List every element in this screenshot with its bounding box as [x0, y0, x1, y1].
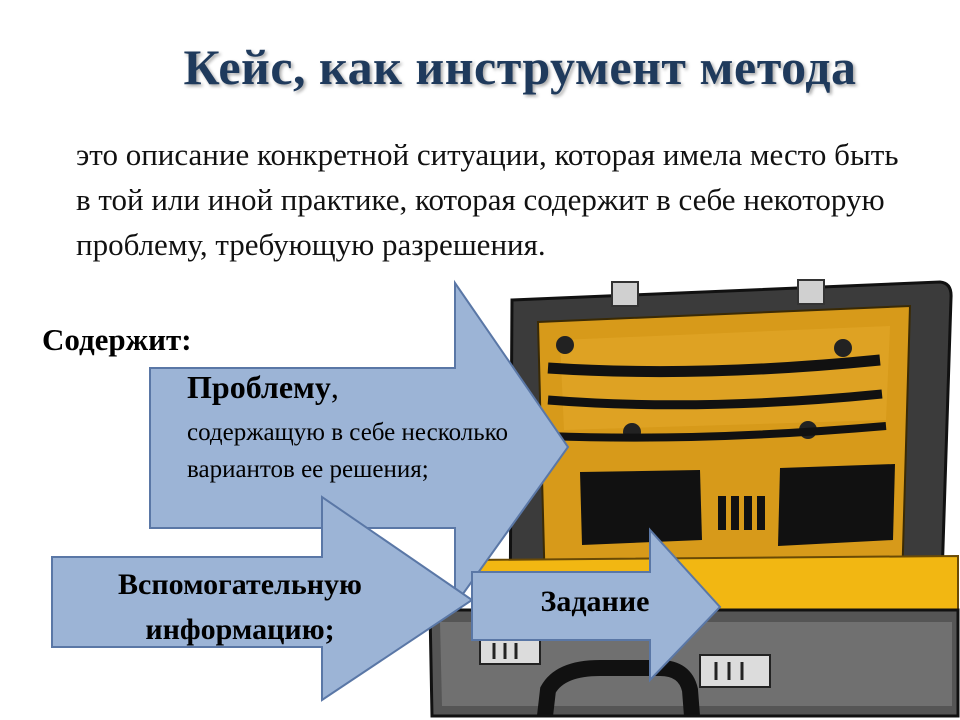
definition-text: это описание конкретной ситуации, котора… [76, 137, 899, 262]
arrow-task-text: Задание [540, 585, 650, 618]
contains-label: Содержит: [42, 322, 192, 357]
arrow-problem-title: Проблему, [187, 369, 339, 405]
arrow-task [471, 527, 722, 683]
briefcase-icon [428, 279, 960, 718]
arrow-auxiliary [51, 495, 474, 702]
arrow-problem [149, 279, 570, 609]
arrow-problem-body: содержащую в себе несколько вариантов ее… [187, 419, 509, 483]
slide-title: Кейс, как инструмент метода [183, 39, 857, 95]
arrow-auxiliary-text: Вспомогательную информацию; [118, 568, 362, 646]
